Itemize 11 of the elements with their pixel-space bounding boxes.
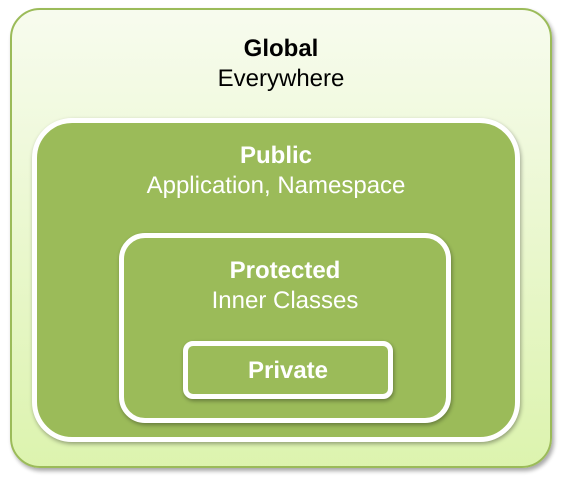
scope-title: Protected bbox=[230, 256, 340, 286]
scope-description: Inner Classes bbox=[212, 286, 358, 316]
scope-title: Private bbox=[248, 356, 328, 386]
scope-container-box bbox=[10, 8, 552, 468]
scope-box bbox=[119, 233, 451, 423]
scope-title: Global bbox=[244, 34, 318, 64]
scope-description: Everywhere bbox=[218, 64, 344, 94]
scope-box bbox=[32, 118, 520, 442]
scope-title: Public bbox=[240, 141, 312, 171]
scope-description: Application, Namespace bbox=[146, 171, 406, 201]
scope-box bbox=[183, 341, 393, 399]
